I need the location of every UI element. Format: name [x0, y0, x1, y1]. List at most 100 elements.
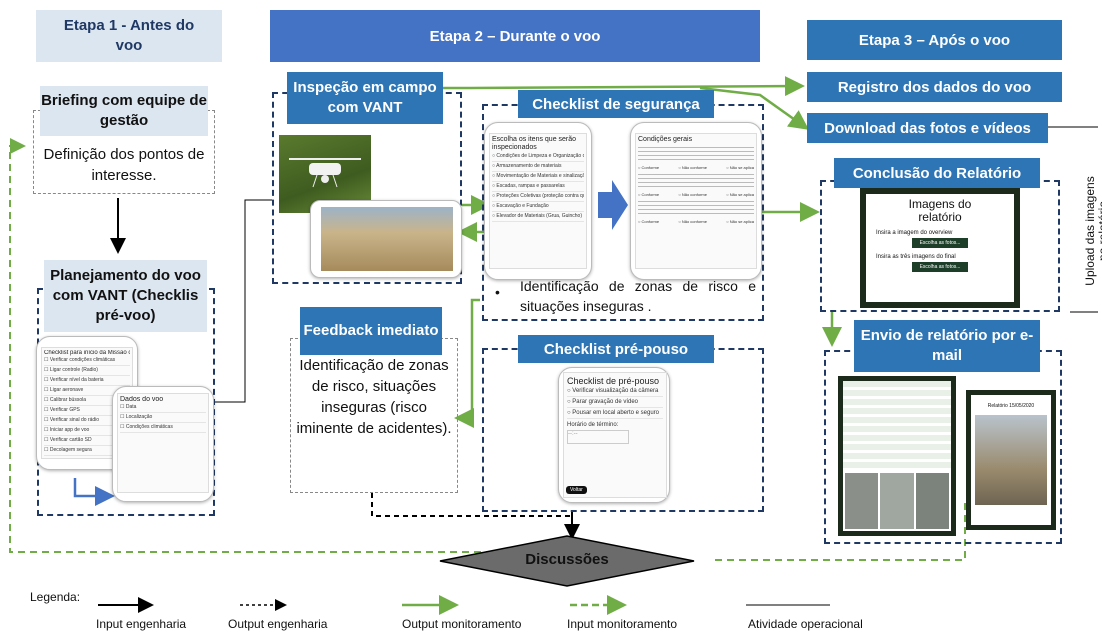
back-button[interactable]: Voltar [566, 486, 587, 494]
phone1-items: ☐ Verificar condições climáticas☐ Ligar … [44, 356, 130, 456]
send-report-title: Envio de relatório por e-mail [854, 320, 1040, 372]
dashed-input-monitoring-right [715, 500, 966, 561]
prelanding-phone: Checklist de pré-pouso ○ Verificar visua… [558, 367, 670, 503]
discussions-label: Discussões [525, 551, 609, 568]
phone2-field: ☐ Localização [120, 413, 206, 423]
discussions-diamond [439, 535, 695, 587]
prelanding-items: ○ Verificar visualização da câmera○ Para… [567, 386, 663, 419]
briefing-title: Briefing com equipe de gestão [40, 86, 208, 136]
condition-question-lines [638, 174, 754, 190]
prelanding-title: Checklist pré-pouso [518, 335, 714, 363]
condition-question-lines [638, 201, 754, 217]
legend-label: Legenda: [30, 590, 81, 604]
phone1-item: ☐ Verificar GPS [44, 406, 130, 416]
condition-options: ○ Conforme ○ Não conforme ○ Não se aplica [638, 219, 754, 224]
choose-item: ○ Escavação e Fundação [492, 202, 584, 212]
conclusion-title: Conclusão do Relatório [834, 158, 1040, 188]
upload-vertical-label: Upload das imagens no relatório [1083, 176, 1102, 286]
stage2-header: Etapa 2 – Durante o voo [270, 10, 760, 62]
choose-items-list: ○ Condições de Limpeza e Organização do … [492, 152, 584, 222]
stage3-header: Etapa 3 – Após o voo [807, 20, 1062, 60]
prelanding-time-input[interactable]: --:-- [567, 430, 629, 444]
condition-options: ○ Conforme ○ Não conforme ○ Não se aplica [638, 192, 754, 197]
phone2-field: ☐ Data [120, 403, 206, 413]
insert-overview-label: Insira a imagem do overview [876, 230, 953, 236]
blue-arrow-planning [73, 478, 115, 506]
condition-option[interactable]: ○ Não conforme [678, 192, 707, 197]
phone1-item: ☐ Decolagem segura [44, 446, 130, 456]
feedback-title: Feedback imediato [300, 307, 442, 355]
choose-item: ○ Elevador de Materiais (Grua, Guincho) [492, 212, 584, 222]
planning-phone-2: Dados do voo ☐ Data☐ Localização☐ Condiç… [112, 386, 214, 502]
inspection-title: Inspeção em campo com VANT [287, 72, 443, 124]
legend-input-engineering: Input engenharia [96, 617, 187, 631]
condition-option[interactable]: ○ Não se aplica [726, 192, 754, 197]
phone1-title: Checklist para início da Missão com VANT [44, 350, 130, 356]
legend-input-monitoring: Input monitoramento [567, 617, 678, 631]
condition-question-lines [638, 147, 754, 163]
report-images-title: Imagens do relatório [908, 197, 972, 224]
dashed-feedback-to-discussions [371, 493, 580, 540]
phone1-item: ☐ Verificar sinal do rádio [44, 416, 130, 426]
right-arrow-icon [598, 180, 628, 230]
dashed-input-monitoring-left [9, 138, 565, 553]
condition-option[interactable]: ○ Conforme [638, 219, 660, 224]
choose-photos-button-1[interactable]: Escolha as fotos... [912, 238, 968, 248]
prelanding-item: ○ Parar gravação de vídeo [567, 397, 663, 408]
feedback-text: Identificação de zonas de risco, situaçõ… [296, 357, 452, 437]
phone1-item: ☐ Verificar nível da bateria [44, 376, 130, 386]
phone1-item: ☐ Iniciar app de voo [44, 426, 130, 436]
prelanding-item: ○ Pousar em local aberto e seguro [567, 408, 663, 419]
stage1-header: Etapa 1 - Antes do voo [36, 10, 222, 62]
download-box[interactable]: Download das fotos e vídeos [807, 113, 1048, 143]
phone2-field: ☐ Condições climáticas [120, 423, 206, 433]
phone2-title: Dados do voo [120, 396, 164, 403]
report-doc-1 [838, 376, 956, 536]
legend-operational: Atividade operacional [748, 617, 863, 631]
condition-option[interactable]: ○ Conforme [638, 192, 660, 197]
phone1-item: ☐ Verificar condições climáticas [44, 356, 130, 366]
arrow-to-download [699, 86, 810, 130]
choose-item: ○ Escadas, rampas e passarelas [492, 182, 584, 192]
report-images-panel: Imagens do relatório Insira a imagem do … [860, 188, 1020, 308]
insert-final-label: Insira as três imagens do final [876, 254, 956, 260]
prelanding-time-label: Horário de término: [567, 422, 619, 428]
prelanding-item: ○ Verificar visualização da câmera [567, 386, 663, 397]
phone1-item: ☐ Verificar cartão SD [44, 436, 130, 446]
legend-output-monitoring: Output monitoramento [402, 617, 522, 631]
checklist-phone-items: Escolha os itens que serão inspecionados… [484, 122, 592, 280]
phone1-item: ☐ Ligar aeronave [44, 386, 130, 396]
checklist-security-title: Checklist de segurança [518, 90, 714, 118]
condition-option[interactable]: ○ Não se aplica [726, 219, 754, 224]
condition-option[interactable]: ○ Não se aplica [726, 165, 754, 170]
choose-item: ○ Condições de Limpeza e Organização do … [492, 152, 584, 162]
checklist-phone-conditions: Condições gerais ○ Conforme ○ Não conform… [630, 122, 762, 280]
report-doc-2: Relatório 15/05/2020 [966, 390, 1056, 530]
briefing-text: Definição dos pontos de interesse. [43, 146, 205, 184]
choose-item: ○ Movimentação de Materiais e sinalizaçã… [492, 172, 584, 182]
inspection-tablet [310, 200, 462, 278]
conditions-block: ○ Conforme○ Não conforme○ Não se aplica○… [638, 147, 754, 224]
arrow-to-flight-data [420, 76, 805, 97]
bullet-text: Identificação de zonas de risco e situaç… [520, 278, 756, 314]
condition-option[interactable]: ○ Conforme [638, 165, 660, 170]
choose-photos-button-2[interactable]: Escolha as fotos... [912, 262, 968, 272]
choose-item: ○ Armazenamento de materiais [492, 162, 584, 172]
condition-options: ○ Conforme ○ Não conforme ○ Não se aplica [638, 165, 754, 170]
phone1-item: ☐ Ligar controle (Radio) [44, 366, 130, 376]
phone1-item: ☐ Calibrar bússola [44, 396, 130, 406]
choose-item: ○ Proteções Coletivas (proteção contra q… [492, 192, 584, 202]
bullet-dot: • [495, 284, 500, 300]
flight-data-box[interactable]: Registro dos dados do voo [807, 72, 1062, 102]
planning-title: Planejamento do voo com VANT (Checklis p… [44, 260, 207, 332]
line-planning-to-inspection [215, 199, 272, 403]
phone2-fields: ☐ Data☐ Localização☐ Condições climática… [120, 403, 206, 433]
prelanding-phone-title: Checklist de pré-pouso [567, 376, 660, 386]
legend-output-engineering: Output engenharia [228, 617, 328, 631]
condition-option[interactable]: ○ Não conforme [678, 219, 707, 224]
arrow-checklist-to-feedback [454, 298, 480, 428]
report-date: Relatório 15/05/2020 [987, 403, 1035, 409]
general-conditions-title: Condições gerais [638, 136, 693, 143]
condition-option[interactable]: ○ Não conforme [678, 165, 707, 170]
